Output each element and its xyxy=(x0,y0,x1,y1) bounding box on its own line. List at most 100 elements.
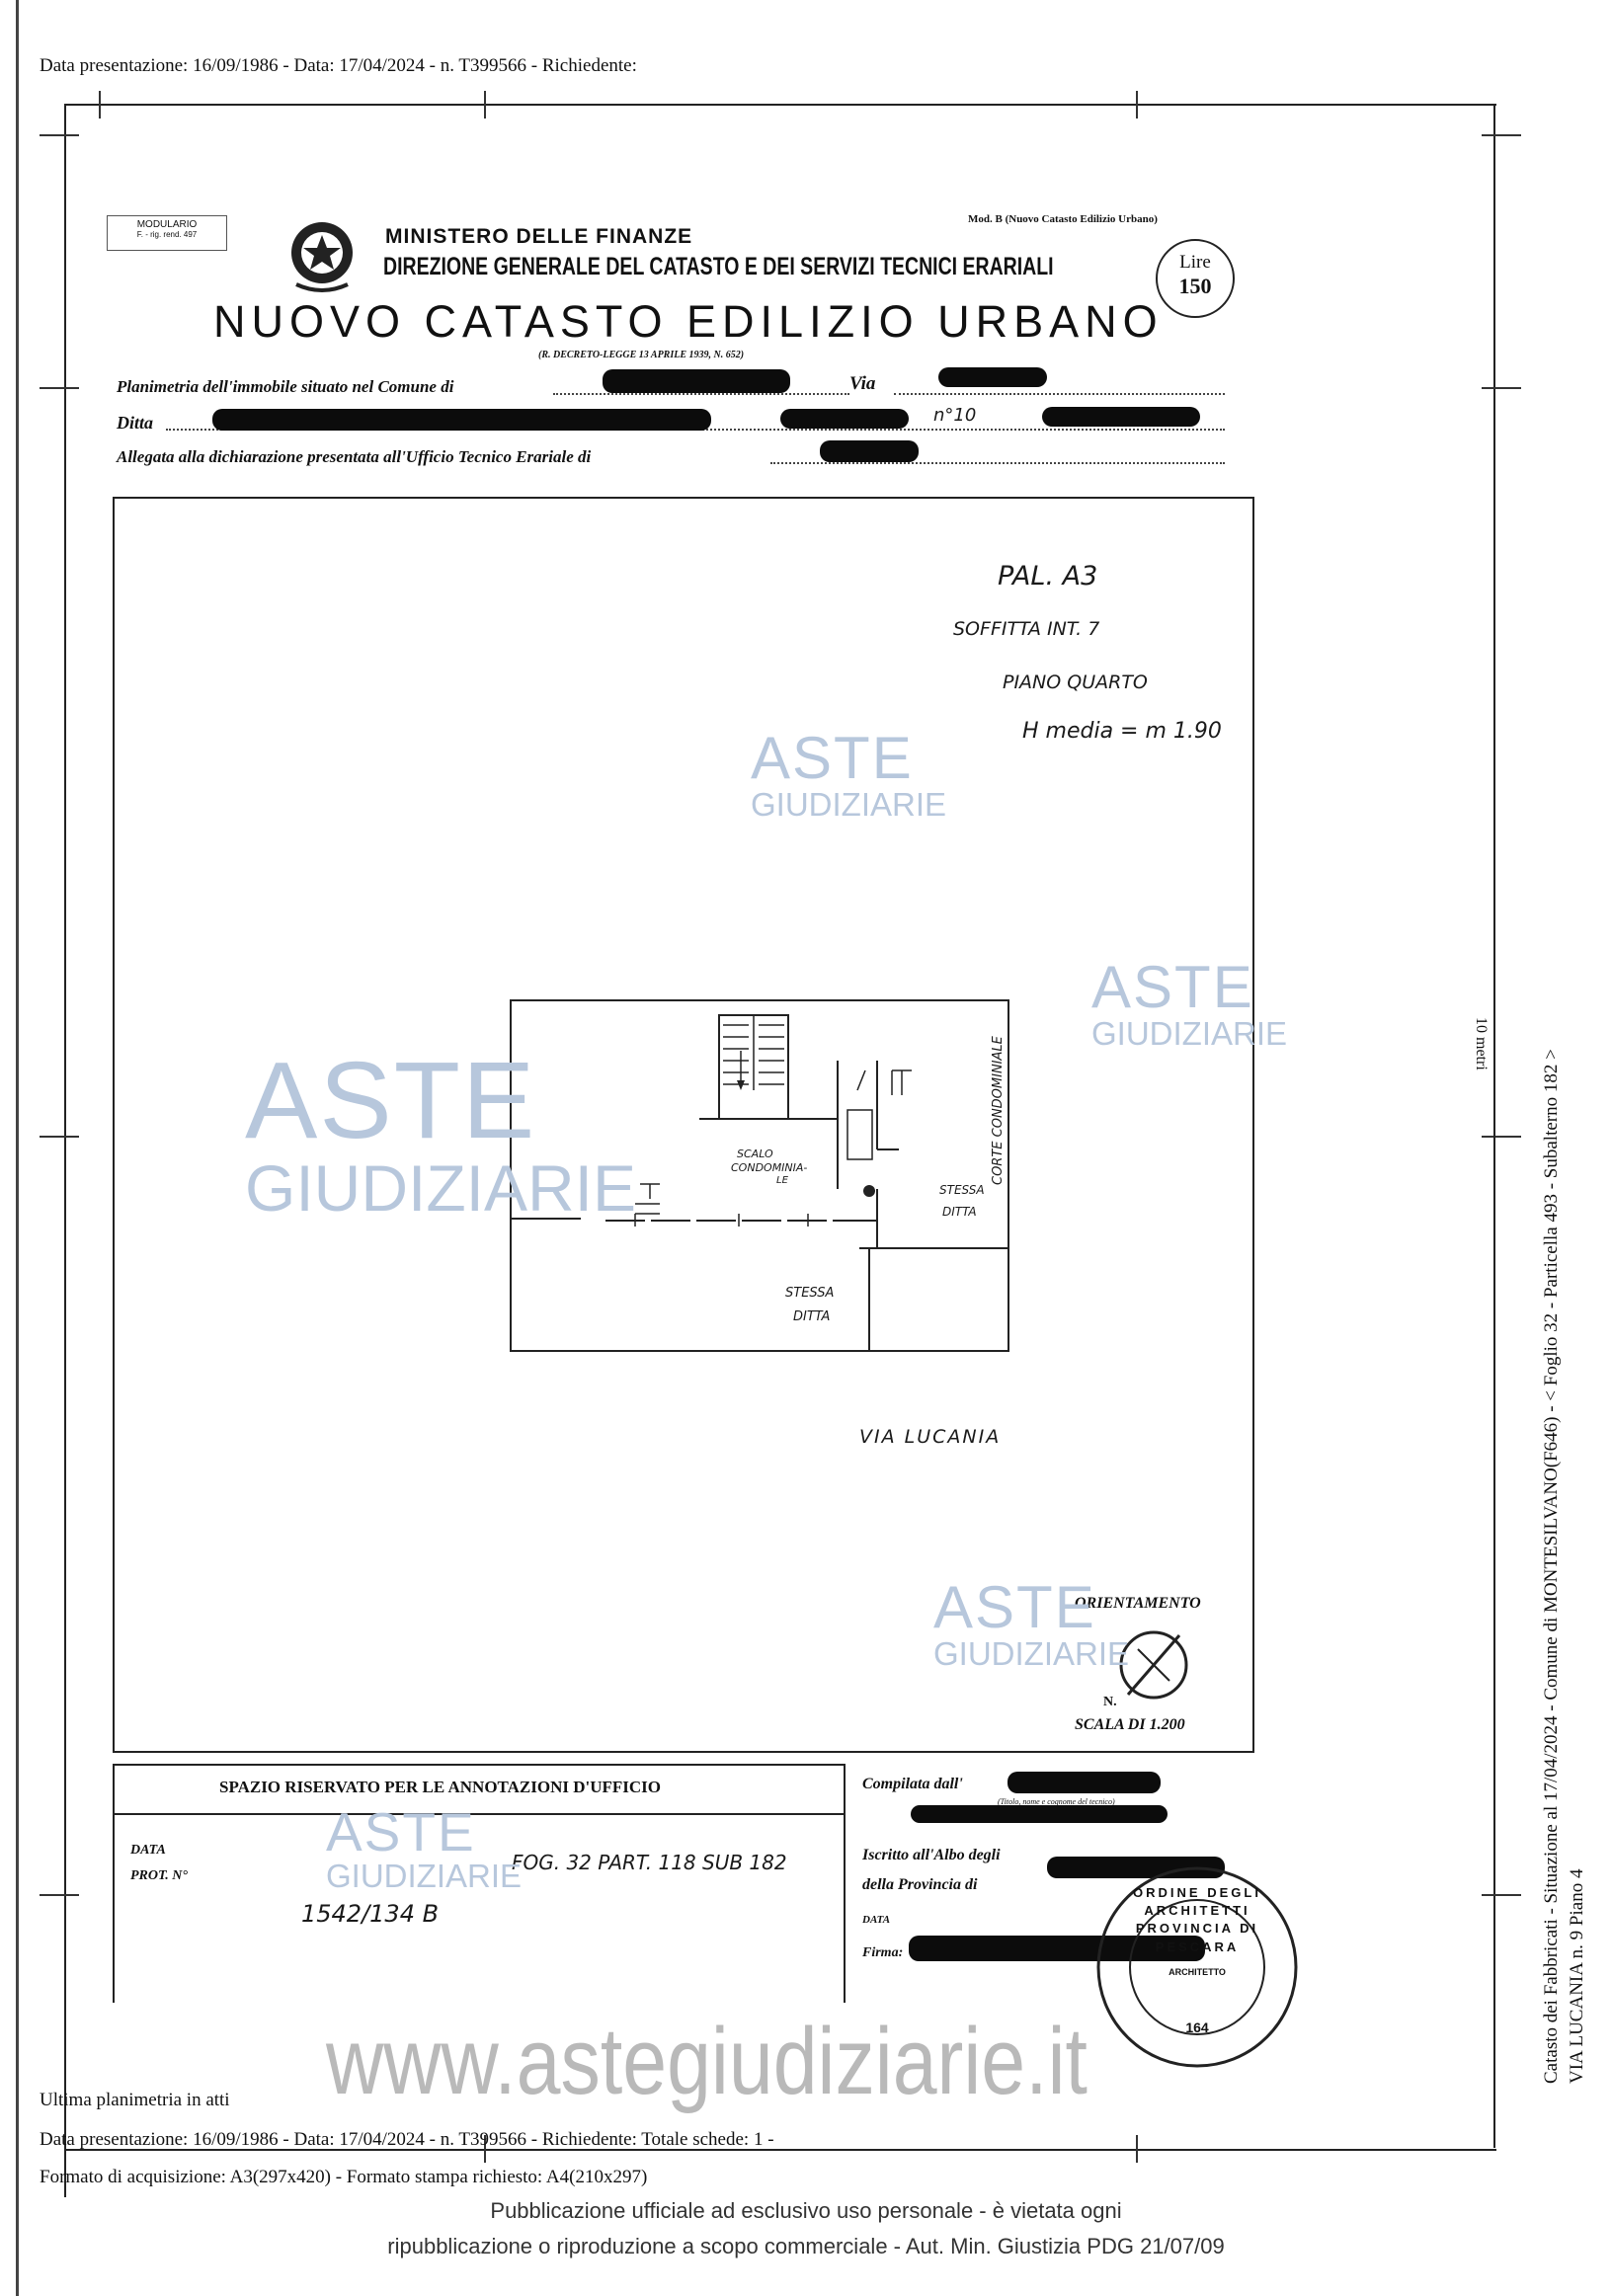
protocol-note: 1542/134 B xyxy=(301,1900,440,1928)
iscritto-label: Iscritto all'Albo degli xyxy=(862,1847,1001,1863)
ministry-title: MINISTERO DELLE FINANZE xyxy=(385,225,693,248)
corte-condominiale-label: CORTE CONDOMINIALE xyxy=(991,1036,1006,1185)
watermark-word2: GIUDIZIARIE xyxy=(751,786,947,823)
allegata-field-line xyxy=(770,462,1225,464)
side-address: VIA LUCANIA n. 9 Piano 4 xyxy=(1567,1868,1587,2084)
sheet-bottom-border xyxy=(64,2149,1496,2151)
stessa-ditta-bottom-2: DITTA xyxy=(793,1309,831,1324)
stamp-number: 164 xyxy=(1185,2019,1209,2035)
watermark-word1: ASTE xyxy=(326,1801,476,1862)
sheet-top-border xyxy=(64,104,1496,106)
watermark-website: www.astegiudiziarie.it xyxy=(326,2009,1088,2114)
office-data-label: DATA xyxy=(130,1843,166,1858)
tech-data-label: DATA xyxy=(862,1914,891,1926)
watermark-aste: ASTE GIUDIZIARIE xyxy=(326,1801,523,1894)
street-label: VIA LUCANIA xyxy=(859,1426,1002,1448)
redacted-tecnico-2 xyxy=(911,1805,1168,1823)
office-header-divider xyxy=(113,1813,844,1815)
direction-title: DIREZIONE GENERALE DEL CATASTO E DEI SER… xyxy=(383,253,1054,280)
crop-mark xyxy=(1482,387,1521,389)
redacted-ufficio xyxy=(820,440,919,462)
scale-bar-label: 10 metri xyxy=(1473,1017,1490,1070)
watermark-word2: GIUDIZIARIE xyxy=(245,1151,637,1225)
scale-label: SCALA DI 1.200 xyxy=(1075,1716,1185,1733)
lire-value: 150 xyxy=(1178,274,1212,298)
stamp-duty-circle: Lire 150 xyxy=(1156,239,1235,318)
stessa-ditta-right-1: STESSA xyxy=(939,1183,985,1197)
floor-plan: SCALO CONDOMINIA- LE STESSA DITTA STESSA… xyxy=(510,999,1009,1352)
footer-ultima: Ultima planimetria in atti xyxy=(40,2090,230,2110)
crop-mark xyxy=(484,2135,486,2163)
scale-bar xyxy=(1493,889,1495,1146)
stessa-ditta-right-2: DITTA xyxy=(942,1205,977,1219)
firma-label: Firma: xyxy=(862,1945,904,1960)
crop-mark xyxy=(1136,91,1138,119)
allegata-label: Allegata alla dichiarazione presentata a… xyxy=(117,447,592,466)
redacted-albo xyxy=(1047,1857,1225,1878)
watermark-word1: ASTE xyxy=(245,1040,537,1161)
stair-label-3: LE xyxy=(776,1175,788,1186)
stair-label-2: CONDOMINIA- xyxy=(731,1161,808,1174)
office-header: SPAZIO RISERVATO PER LE ANNOTAZIONI D'UF… xyxy=(219,1778,661,1796)
fog-part-sub-note: FOG. 32 PART. 118 SUB 182 xyxy=(512,1851,787,1874)
drawing-frame xyxy=(113,497,1254,1753)
comune-field-line xyxy=(553,393,849,395)
modulario-label: MODULARIO xyxy=(136,219,198,230)
watermark-aste: ASTE GIUDIZIARIE xyxy=(933,1574,1130,1672)
modulario-box: MODULARIO F. - rig. rend. 497 xyxy=(107,215,227,251)
side-cadastral-info: Catasto dei Fabbricati - Situazione al 1… xyxy=(1541,1049,1562,2084)
redacted-ditta-3 xyxy=(1042,407,1200,427)
crop-mark xyxy=(40,134,79,136)
note-attic: SOFFITTA INT. 7 xyxy=(953,618,1100,640)
crop-mark xyxy=(1482,1136,1521,1138)
lire-label: Lire xyxy=(1179,252,1211,273)
planimetria-label: Planimetria dell'immobile situato nel Co… xyxy=(117,377,454,396)
redacted-signature xyxy=(909,1936,1205,1961)
crop-mark xyxy=(40,1136,79,1138)
civic-number: n°10 xyxy=(933,405,977,426)
footer-publication-2: ripubblicazione o riproduzione a scopo c… xyxy=(387,2234,1225,2258)
office-prot-label: PROT. N° xyxy=(130,1868,188,1883)
document-title: NUOVO CATASTO EDILIZIO URBANO xyxy=(213,296,1164,347)
watermark-word2: GIUDIZIARIE xyxy=(326,1858,523,1894)
watermark-word1: ASTE xyxy=(1091,954,1254,1020)
crop-mark xyxy=(1482,1894,1521,1896)
crop-mark xyxy=(99,91,101,119)
redacted-tecnico xyxy=(1008,1772,1161,1793)
scan-left-edge xyxy=(16,0,19,2296)
architect-stamp-icon: ORDINE DEGLI ARCHITETTI PROVINCIA DI PES… xyxy=(1087,1857,1308,2078)
watermark-word2: GIUDIZIARIE xyxy=(933,1635,1130,1672)
redacted-via xyxy=(938,367,1047,387)
redacted-comune xyxy=(603,369,790,393)
footer-format: Formato di acquisizione: A3(297x420) - F… xyxy=(40,2167,648,2187)
redacted-ditta-2 xyxy=(780,409,909,429)
modulario-number: F. - rig. rend. 497 xyxy=(136,230,198,239)
note-building: PAL. A3 xyxy=(998,561,1098,592)
north-arrow-icon xyxy=(1116,1627,1191,1702)
watermark-word1: ASTE xyxy=(751,725,914,791)
office-annotations-box xyxy=(113,1764,846,2003)
crop-mark xyxy=(40,387,79,389)
footer-publication-1: Pubblicazione ufficiale ad esclusivo uso… xyxy=(490,2198,1122,2223)
watermark-aste: ASTE GIUDIZIARIE xyxy=(245,1040,637,1225)
top-presentation-line: Data presentazione: 16/09/1986 - Data: 1… xyxy=(40,55,637,76)
stamp-text: ORDINE DEGLI ARCHITETTI PROVINCIA DI PES… xyxy=(1133,1885,1261,1954)
crop-mark xyxy=(1136,2135,1138,2163)
footer-presentation: Data presentazione: 16/09/1986 - Data: 1… xyxy=(40,2129,774,2150)
sheet-left-border xyxy=(64,104,66,2197)
watermark-aste: ASTE GIUDIZIARIE xyxy=(1091,954,1288,1052)
mod-b-label: Mod. B (Nuovo Catasto Edilizio Urbano) xyxy=(968,213,1158,225)
stessa-ditta-bottom-1: STESSA xyxy=(785,1286,835,1301)
provincia-label: della Provincia di xyxy=(862,1876,978,1893)
note-height: H media = m 1.90 xyxy=(1022,719,1222,744)
watermark-aste: ASTE GIUDIZIARIE xyxy=(751,725,947,823)
crop-mark xyxy=(484,91,486,119)
stamp-architetto: ARCHITETTO xyxy=(1169,1967,1226,1977)
compilata-label: Compilata dall' xyxy=(862,1776,963,1792)
orientamento-label: ORIENTAMENTO xyxy=(1075,1595,1201,1612)
crop-mark xyxy=(1482,134,1521,136)
stair-label-1: SCALO xyxy=(737,1148,773,1160)
crop-mark xyxy=(40,1894,79,1896)
watermark-word2: GIUDIZIARIE xyxy=(1091,1015,1288,1052)
watermark-word1: ASTE xyxy=(933,1574,1096,1640)
